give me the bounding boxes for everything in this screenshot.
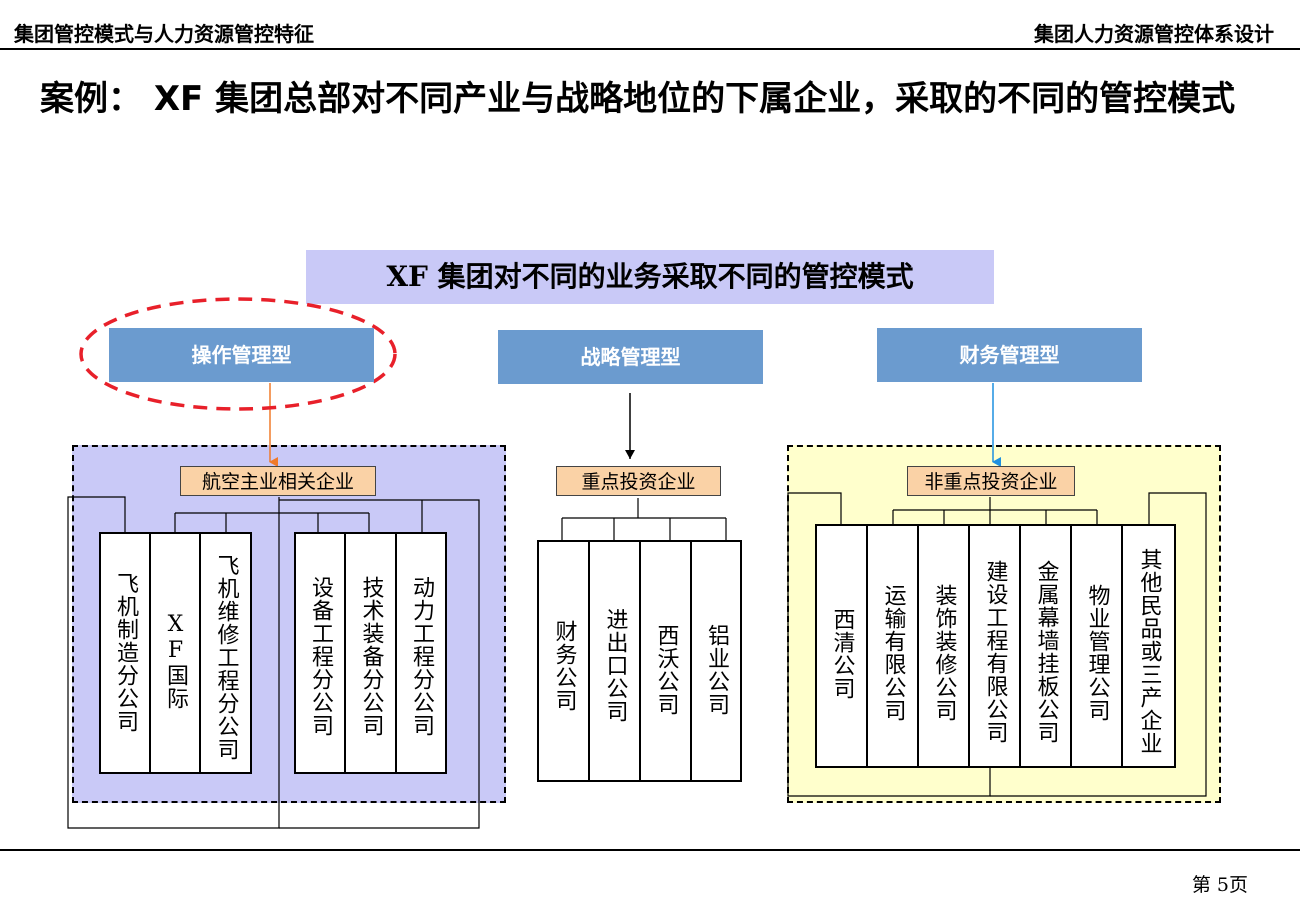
- company-transport: 运输有限公司: [866, 524, 919, 768]
- company-import-export: 进出口公司: [588, 540, 641, 782]
- company-construction: 建设工程有限公司: [968, 524, 1021, 768]
- company-power-engineering: 动力工程分公司: [395, 532, 447, 774]
- company-other-civil: 其他民品或三产企业: [1121, 524, 1176, 768]
- category-non-key-investment: 非重点投资企业: [907, 466, 1075, 496]
- company-aircraft-maintenance: 飞机维修工程分公司: [199, 532, 252, 774]
- company-xf-international: XF国际: [149, 532, 201, 774]
- company-curtain-wall: 金属幕墙挂板公司: [1019, 524, 1072, 768]
- diagram-banner: XF 集团对不同的业务采取不同的管控模式: [306, 250, 994, 304]
- header-divider: [0, 48, 1300, 50]
- category-key-investment: 重点投资企业: [556, 466, 721, 496]
- page-number: 第 5页: [1191, 874, 1248, 896]
- header-right-title: 集团人力资源管控体系设计: [1034, 22, 1274, 46]
- type-strategic-management: 战略管理型: [498, 330, 763, 384]
- type-operation-management: 操作管理型: [109, 328, 374, 382]
- category-aviation: 航空主业相关企业: [180, 466, 376, 496]
- company-property-management: 物业管理公司: [1070, 524, 1123, 768]
- company-finance: 财务公司: [537, 540, 590, 782]
- highlight-ellipse: [79, 297, 397, 411]
- company-equipment-engineering: 设备工程分公司: [294, 532, 346, 774]
- company-aluminum: 铝业公司: [690, 540, 742, 782]
- header-left-title: 集团管控模式与人力资源管控特征: [14, 22, 314, 46]
- company-aircraft-manufacturing: 飞机制造分公司: [99, 532, 151, 774]
- slide-title: 案例： XF 集团总部对不同产业与战略地位的下属企业，采取的不同的管控模式: [40, 79, 1236, 119]
- footer-divider: [0, 849, 1300, 851]
- company-xiwo: 西沃公司: [639, 540, 692, 782]
- company-xiqing: 西清公司: [815, 524, 868, 768]
- company-technical-equipment: 技术装备分公司: [344, 532, 397, 774]
- company-decoration: 装饰装修公司: [917, 524, 970, 768]
- type-financial-management: 财务管理型: [877, 328, 1142, 382]
